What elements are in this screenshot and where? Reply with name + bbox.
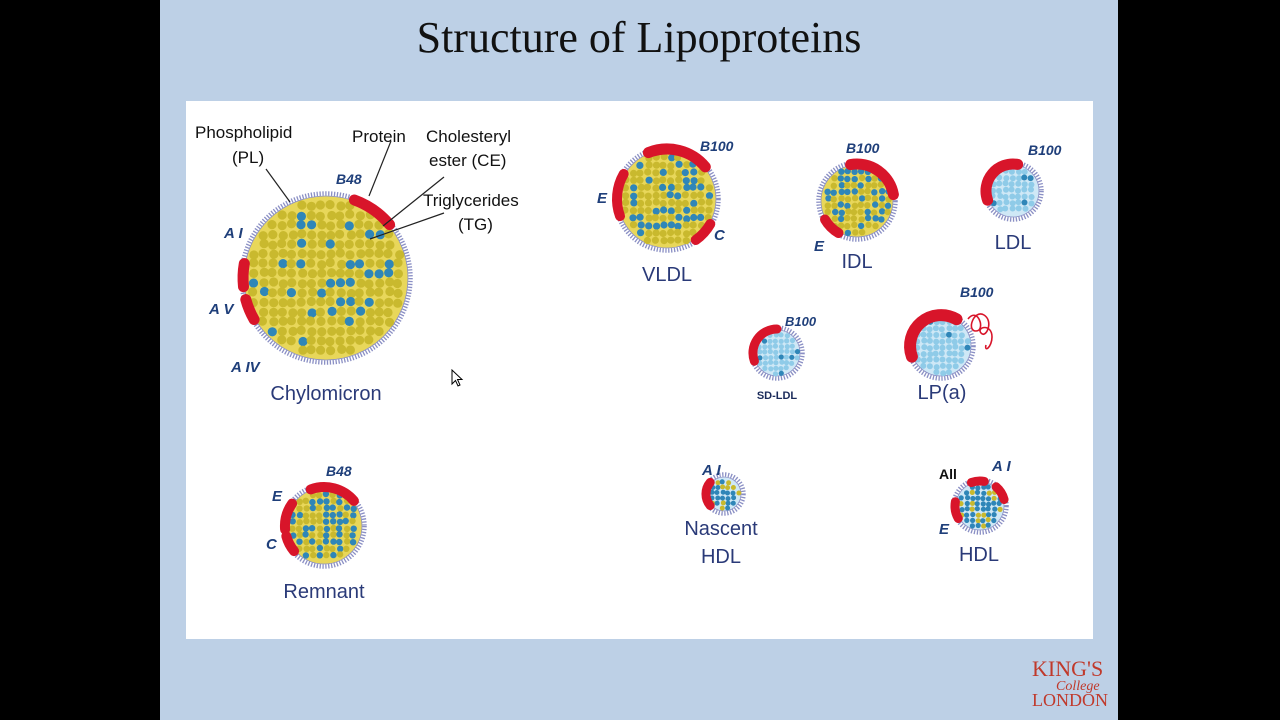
chylo-a1-label: A I — [223, 225, 243, 242]
ldl-name: LDL — [995, 232, 1032, 254]
idl-name: IDL — [841, 251, 872, 273]
idl-e-label: E — [814, 238, 825, 255]
diagram-panel: Phospholipid (PL) Protein Cholesteryl es… — [186, 101, 1093, 639]
particle-shapes — [237, 143, 1044, 569]
logo-line3: LONDON — [1032, 690, 1108, 710]
pl-pointer-line — [265, 168, 291, 203]
ce-abbrev-label: ester (CE) — [429, 151, 506, 170]
hdl-e-label: E — [939, 521, 950, 538]
apo-a-squiggle — [967, 313, 993, 350]
logo-line1: KING'S — [1032, 656, 1103, 681]
lpa-particle — [904, 309, 976, 381]
remnant-particle — [279, 482, 367, 569]
vldl-e-label: E — [597, 190, 608, 207]
idl-particle — [816, 158, 899, 242]
hdl-name: HDL — [959, 544, 999, 566]
hdl-aii-label: All — [939, 466, 957, 482]
mouse-cursor-icon — [451, 369, 464, 387]
nascent-hdl-particle — [701, 472, 746, 516]
tg-pointer-line — [369, 212, 445, 240]
chylo-aiv-label: A IV — [230, 359, 262, 376]
remnant-c-label: C — [266, 536, 278, 553]
ldl-particle — [980, 158, 1044, 222]
nascent-hdl-name-line1: Nascent — [684, 518, 758, 540]
phospholipid-label: Phospholipid — [195, 123, 292, 142]
hdl-particle — [950, 476, 1009, 535]
nascent-hdl-name-line2: HDL — [701, 546, 741, 568]
lpa-b100-label: B100 — [960, 284, 994, 300]
vldl-particle — [612, 143, 721, 253]
callout-lines — [265, 140, 445, 240]
slide: Structure of Lipoproteins Phospholipid (… — [160, 0, 1118, 720]
chylo-av-label: A V — [208, 301, 235, 318]
cholesteryl-label: Cholesteryl — [426, 127, 511, 146]
triglycerides-label: Triglycerides — [423, 191, 519, 210]
vldl-c-label: C — [714, 227, 726, 244]
sdldl-name: SD-LDL — [757, 390, 798, 402]
lpa-name: LP(a) — [918, 382, 967, 404]
protein-pointer-line — [368, 140, 392, 197]
slide-title: Structure of Lipoproteins — [416, 13, 862, 62]
logo-line2: College — [1056, 679, 1100, 694]
pl-abbrev-label: (PL) — [232, 148, 264, 167]
vldl-name: VLDL — [642, 264, 692, 286]
remnant-e-label: E — [272, 488, 283, 505]
chylomicron-particle — [237, 191, 413, 365]
vldl-b100-label: B100 — [700, 138, 734, 154]
tg-abbrev-label: (TG) — [458, 215, 493, 234]
chylomicron-name: Chylomicron — [270, 383, 381, 405]
chylo-b48-label: B48 — [336, 171, 362, 187]
hdl-a1-label: A I — [991, 458, 1011, 475]
kings-college-logo: KING'S College LONDON — [1032, 656, 1108, 710]
idl-b100-label: B100 — [846, 140, 880, 156]
sdldl-particle — [748, 324, 805, 381]
sdldl-b100-label: B100 — [785, 314, 817, 329]
protein-label: Protein — [352, 127, 406, 146]
ldl-b100-label: B100 — [1028, 142, 1062, 158]
remnant-b48-label: B48 — [326, 463, 352, 479]
remnant-name: Remnant — [283, 581, 365, 603]
nascent-hdl-a1-label: A I — [701, 462, 721, 479]
lipoprotein-diagram: Phospholipid (PL) Protein Cholesteryl es… — [195, 123, 1062, 603]
ce-pointer-line — [382, 176, 445, 227]
